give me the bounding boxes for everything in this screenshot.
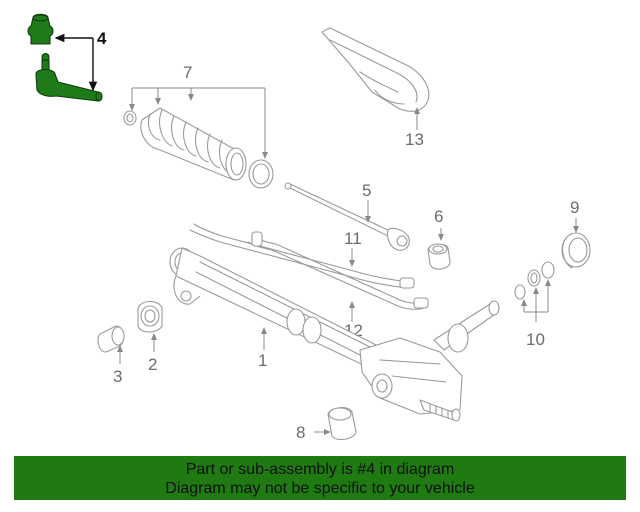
- callout-9[interactable]: 9: [570, 198, 579, 217]
- part-2-bushing[interactable]: [137, 300, 163, 333]
- callout-1[interactable]: 1: [258, 351, 267, 370]
- callout-11[interactable]: 11: [344, 229, 362, 248]
- banner-line-2: Diagram may not be specific to your vehi…: [165, 480, 475, 497]
- part-5-inner-tie-rod[interactable]: [284, 182, 410, 251]
- tie-rod-body: [35, 68, 102, 102]
- callout-4[interactable]: 4: [97, 29, 107, 48]
- exploded-parts-diagram: 4 13 7: [27, 13, 591, 442]
- callout-7[interactable]: 7: [183, 63, 192, 82]
- callout-7-leader: [129, 87, 268, 159]
- part-13-shield[interactable]: [321, 27, 430, 112]
- bellows-boot: [140, 107, 247, 181]
- part-9-seal[interactable]: [561, 232, 591, 269]
- callout-10[interactable]: 10: [526, 330, 545, 349]
- part-7-boot-kit[interactable]: [123, 107, 274, 189]
- part-1-rack-pinion-housing[interactable]: [169, 247, 500, 422]
- callout-13[interactable]: 13: [405, 130, 424, 149]
- callout-4-leader: [54, 33, 98, 92]
- part-11-pressure-line[interactable]: [189, 223, 415, 289]
- callout-10-leader: [521, 279, 551, 322]
- callout-5[interactable]: 5: [362, 181, 371, 200]
- info-banner: Part or sub-assembly is #4 in diagram Di…: [14, 456, 626, 500]
- callout-2[interactable]: 2: [148, 355, 157, 374]
- banner-line-1: Part or sub-assembly is #4 in diagram: [185, 461, 455, 478]
- part-6-bushing[interactable]: [427, 243, 451, 270]
- callout-8[interactable]: 8: [296, 423, 305, 442]
- part-4-tie-rod-end[interactable]: [27, 13, 103, 102]
- callout-6[interactable]: 6: [434, 207, 443, 226]
- part-10-ring-set[interactable]: [514, 261, 555, 300]
- callout-3[interactable]: 3: [113, 367, 122, 386]
- part-12-return-line[interactable]: [247, 231, 429, 310]
- tie-rod-boot: [27, 13, 54, 45]
- part-8-bushing[interactable]: [327, 406, 357, 441]
- tie-rod-boot-top: [32, 14, 49, 22]
